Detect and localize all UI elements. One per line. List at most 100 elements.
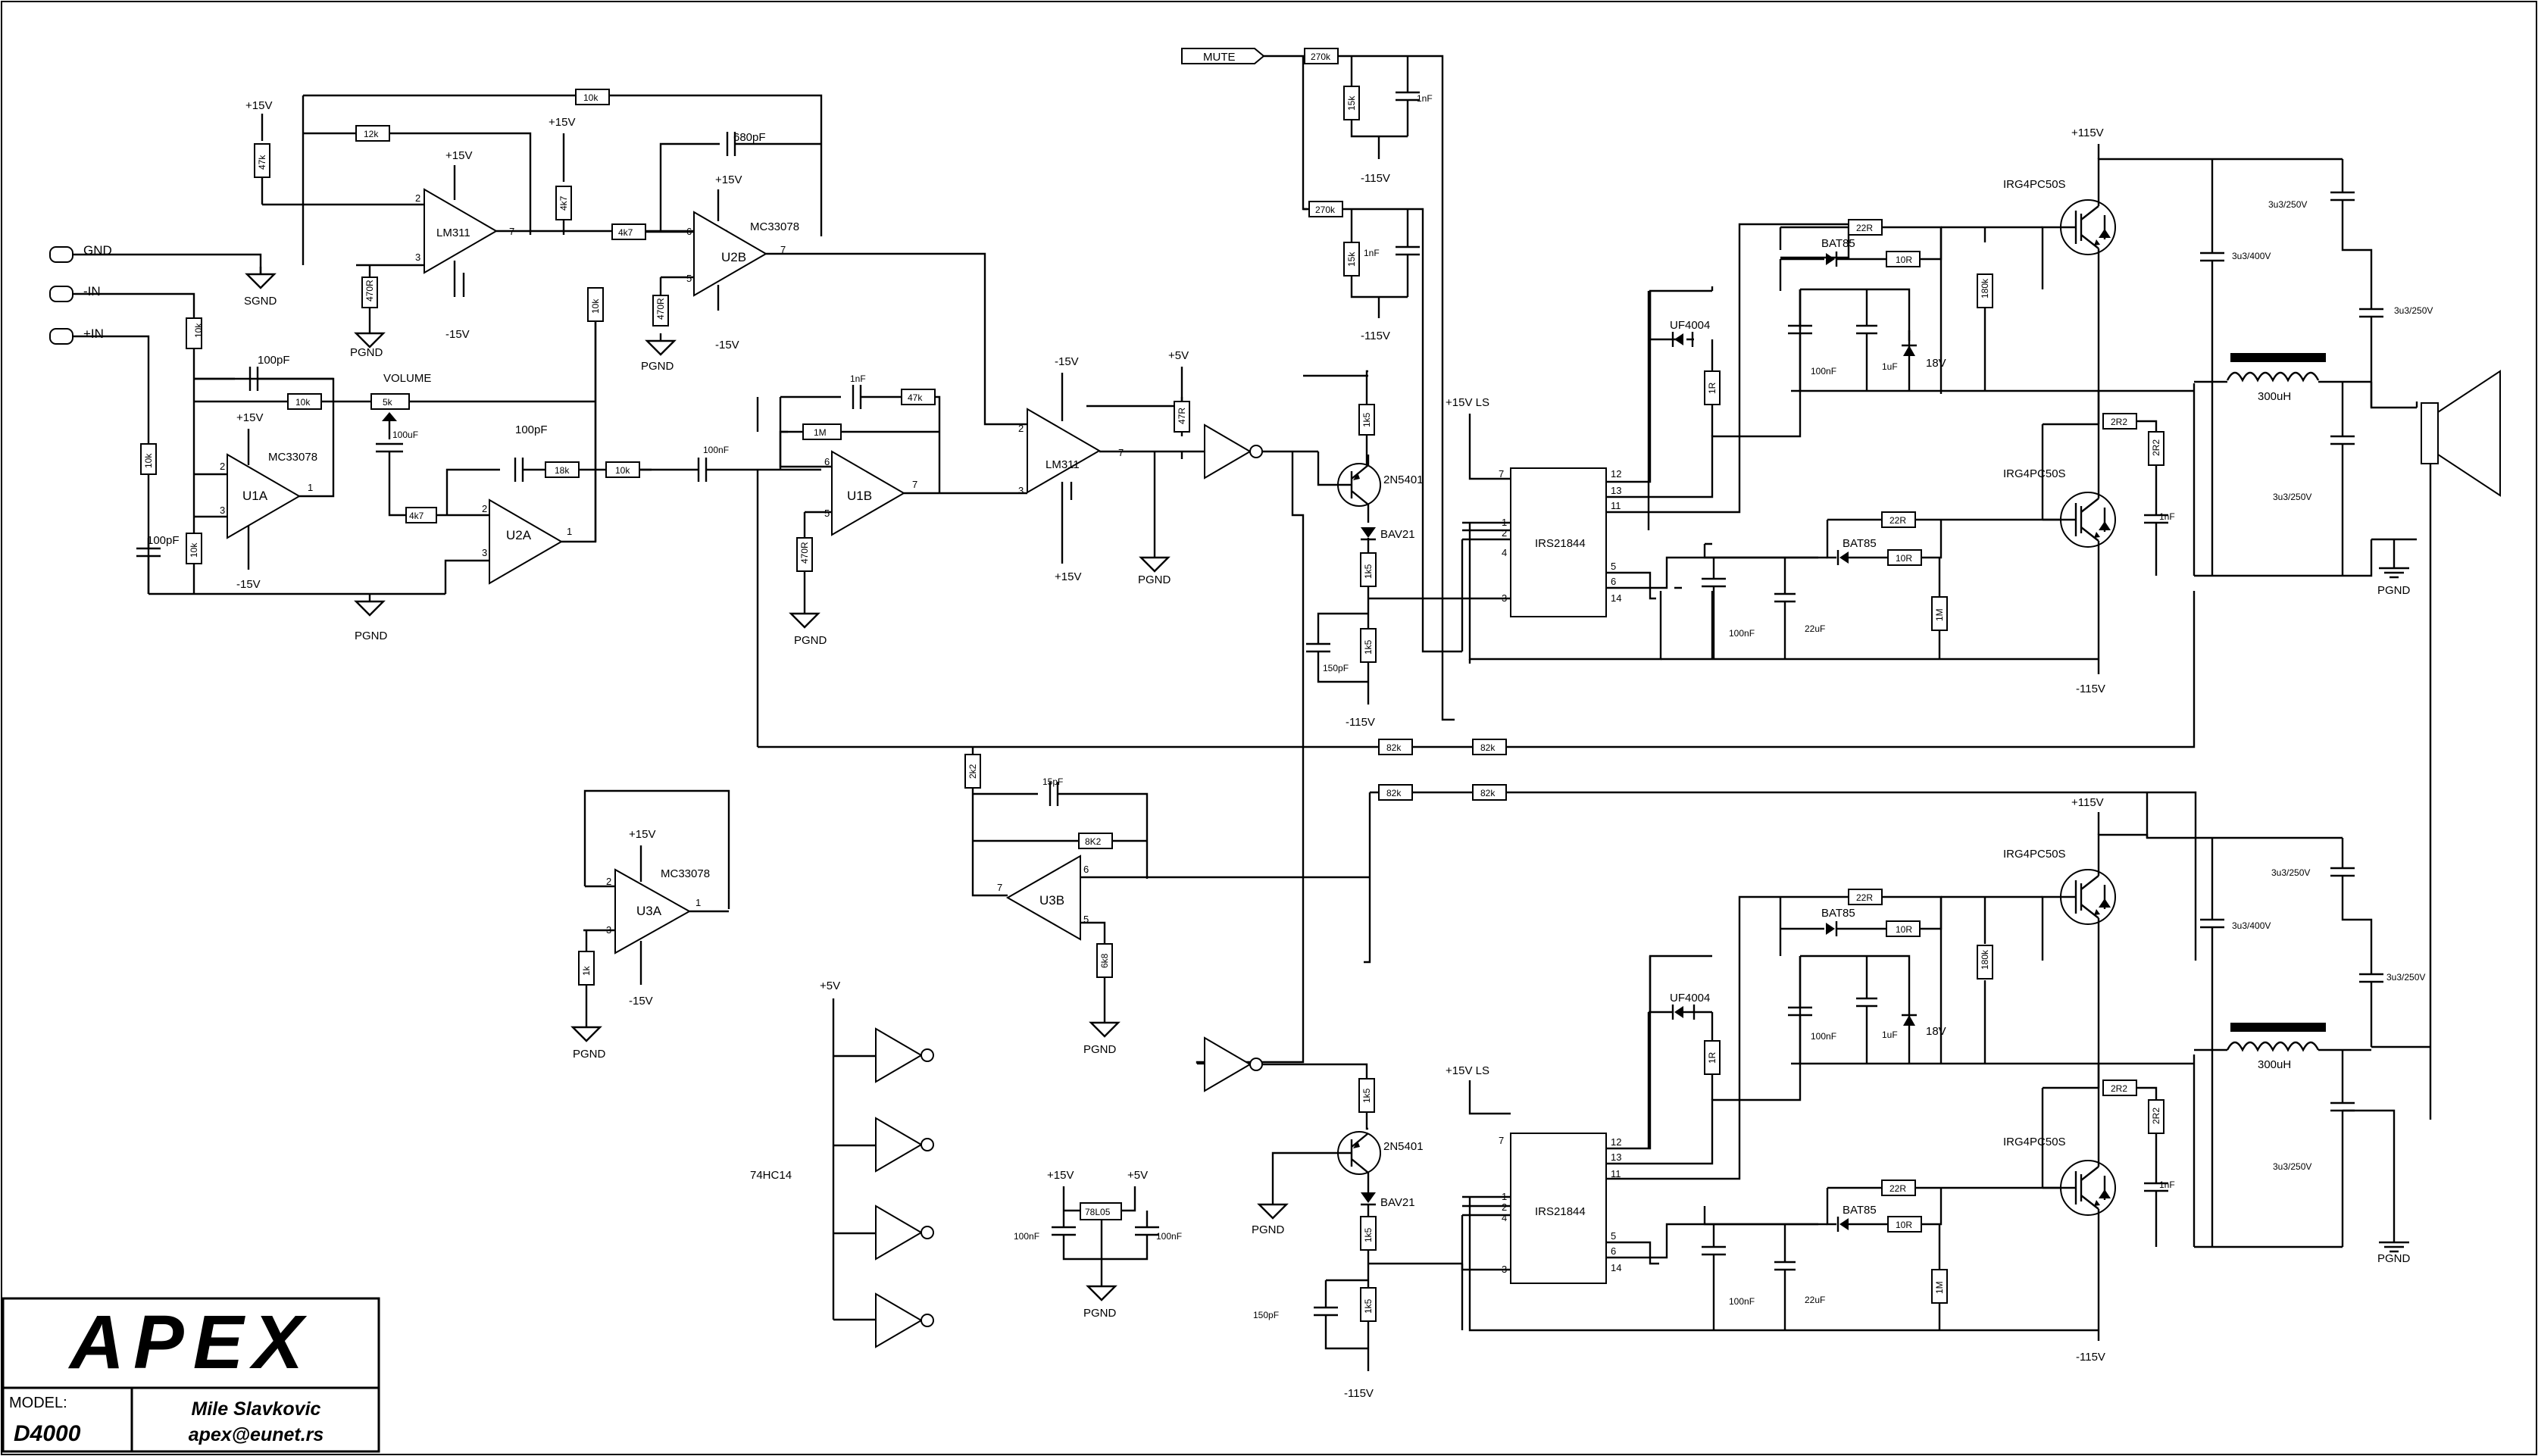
svg-text:4: 4: [1502, 547, 1507, 558]
svg-text:3: 3: [1502, 592, 1507, 604]
svg-text:PGND: PGND: [2377, 584, 2411, 597]
svg-text:100nF: 100nF: [1811, 1031, 1836, 1042]
svg-text:IRG4PC50S: IRG4PC50S: [2003, 467, 2066, 480]
svg-text:+5V: +5V: [820, 980, 840, 992]
svg-text:6: 6: [1611, 1245, 1616, 1257]
u3b-opamp: [1005, 855, 1081, 941]
svg-text:5: 5: [1083, 914, 1089, 925]
speaker-cone: [2437, 370, 2501, 497]
svg-text:150pF: 150pF: [1323, 663, 1349, 673]
svg-text:4k7: 4k7: [618, 227, 633, 238]
svg-text:11: 11: [1611, 1168, 1621, 1179]
model-label: MODEL:: [9, 1395, 67, 1411]
svg-text:6: 6: [1083, 864, 1089, 875]
model-value: D4000: [14, 1421, 81, 1446]
u3b-label: U3B: [1039, 893, 1064, 908]
svg-text:5: 5: [1611, 1230, 1616, 1242]
first-comparator-stage: 10k +15V 47k 12k LM311 +15V -15V 2 3 7 4…: [245, 89, 1027, 426]
svg-text:3u3/400V: 3u3/400V: [2232, 920, 2271, 931]
mute-connector: [1181, 48, 1265, 64]
svg-text:78L05: 78L05: [1085, 1207, 1111, 1217]
u1a-label: U1A: [242, 489, 268, 503]
svg-text:1nF: 1nF: [2159, 1179, 2175, 1190]
svg-text:5: 5: [824, 508, 830, 519]
svg-text:PGND: PGND: [641, 360, 674, 373]
svg-text:13: 13: [1611, 1151, 1621, 1163]
u2a-label: U2A: [506, 528, 532, 542]
svg-text:MC33078: MC33078: [268, 451, 317, 464]
svg-text:470R: 470R: [364, 280, 375, 302]
svg-text:1: 1: [1502, 1191, 1507, 1202]
svg-text:4: 4: [1502, 1212, 1507, 1223]
svg-text:3: 3: [1502, 1264, 1507, 1275]
output-stage-upper: +15V LS IRS21844 7 1 2 4 3 12 13 11 5 6 …: [1446, 127, 2501, 1120]
svg-text:MC33078: MC33078: [750, 220, 799, 233]
svg-text:+115V: +115V: [2071, 127, 2104, 139]
svg-text:1nF: 1nF: [1364, 248, 1380, 258]
svg-text:100pF: 100pF: [515, 423, 548, 436]
svg-text:BAT85: BAT85: [1821, 907, 1855, 920]
svg-text:100pF: 100pF: [258, 354, 290, 367]
svg-text:2: 2: [482, 503, 487, 514]
input-stage: GND -IN +IN SGND 10k 10k 10k 100pF U1A M…: [49, 243, 758, 642]
svg-text:1uF: 1uF: [1882, 361, 1898, 372]
svg-text:2N5401: 2N5401: [1383, 473, 1424, 486]
svg-text:14: 14: [1611, 1262, 1621, 1273]
svg-text:10k: 10k: [583, 92, 599, 103]
svg-text:IRG4PC50S: IRG4PC50S: [2003, 1136, 2066, 1148]
svg-text:PGND: PGND: [1138, 573, 1171, 586]
svg-text:22R: 22R: [1889, 1183, 1906, 1194]
svg-text:6: 6: [1611, 576, 1616, 587]
svg-text:100nF: 100nF: [1811, 366, 1836, 376]
svg-text:+15V: +15V: [445, 149, 472, 162]
svg-text:1k5: 1k5: [1361, 412, 1372, 427]
svg-text:PGND: PGND: [355, 630, 388, 642]
svg-text:7: 7: [780, 244, 786, 255]
svg-text:2R2: 2R2: [2151, 1108, 2161, 1124]
svg-text:10R: 10R: [1896, 924, 1912, 935]
svg-text:3: 3: [482, 547, 487, 558]
svg-text:+15V LS: +15V LS: [1446, 1064, 1489, 1077]
svg-text:8K2: 8K2: [1085, 836, 1102, 847]
sgnd-label: SGND: [244, 295, 277, 308]
svg-text:PGND: PGND: [794, 634, 827, 647]
74hc14-spares: +5V 74HC14: [750, 980, 934, 1348]
svg-text:+15V: +15V: [1055, 570, 1081, 583]
svg-text:-15V: -15V: [715, 339, 739, 352]
svg-text:22uF: 22uF: [1805, 623, 1825, 634]
svg-text:5: 5: [1611, 561, 1616, 572]
svg-text:300uH: 300uH: [2258, 390, 2291, 403]
in-minus-connector: [49, 328, 73, 345]
svg-text:10R: 10R: [1896, 553, 1912, 564]
svg-text:1M: 1M: [1934, 1281, 1945, 1294]
svg-text:47k: 47k: [908, 392, 923, 403]
svg-text:3: 3: [220, 505, 225, 516]
svg-text:1k5: 1k5: [1363, 639, 1374, 655]
regulator-78l05: +15V +5V 78L05 100nF 100nF PGND: [1014, 1169, 1182, 1320]
svg-text:470R: 470R: [799, 542, 810, 564]
svg-text:1k5: 1k5: [1363, 1298, 1374, 1314]
svg-text:BAV21: BAV21: [1380, 1196, 1415, 1209]
svg-text:+15V: +15V: [1047, 1169, 1074, 1182]
u3a-stage: U3A MC33078 +15V -15V 2 3 1 1k PGND: [571, 789, 730, 1061]
svg-text:82k: 82k: [1480, 788, 1496, 798]
svg-text:IRS21844: IRS21844: [1535, 537, 1586, 550]
title-block: APEX MODEL: D4000 Mile Slavkovic apex@eu…: [2, 1297, 380, 1453]
svg-text:18k: 18k: [555, 465, 570, 476]
in-minus-label: -IN: [83, 284, 101, 298]
svg-text:1k5: 1k5: [1363, 564, 1374, 579]
svg-text:15pF: 15pF: [1042, 776, 1063, 787]
svg-text:2: 2: [606, 876, 611, 887]
svg-text:3u3/250V: 3u3/250V: [2268, 199, 2307, 210]
svg-text:10R: 10R: [1896, 1220, 1912, 1230]
speaker-magnet: [2421, 402, 2439, 464]
svg-text:1: 1: [308, 482, 313, 493]
svg-text:-15V: -15V: [236, 578, 261, 591]
78l05-regulator: [1080, 1202, 1122, 1220]
svg-text:BAT85: BAT85: [1821, 237, 1855, 250]
svg-text:BAV21: BAV21: [1380, 528, 1415, 541]
svg-text:1R: 1R: [1707, 1051, 1718, 1064]
svg-text:-115V: -115V: [1346, 716, 1375, 729]
svg-text:-115V: -115V: [2076, 1351, 2105, 1364]
second-comparator-stage: LM311 -15V +15V 2 3 7 +5V 47R PGND 2N540…: [1018, 349, 1462, 1064]
